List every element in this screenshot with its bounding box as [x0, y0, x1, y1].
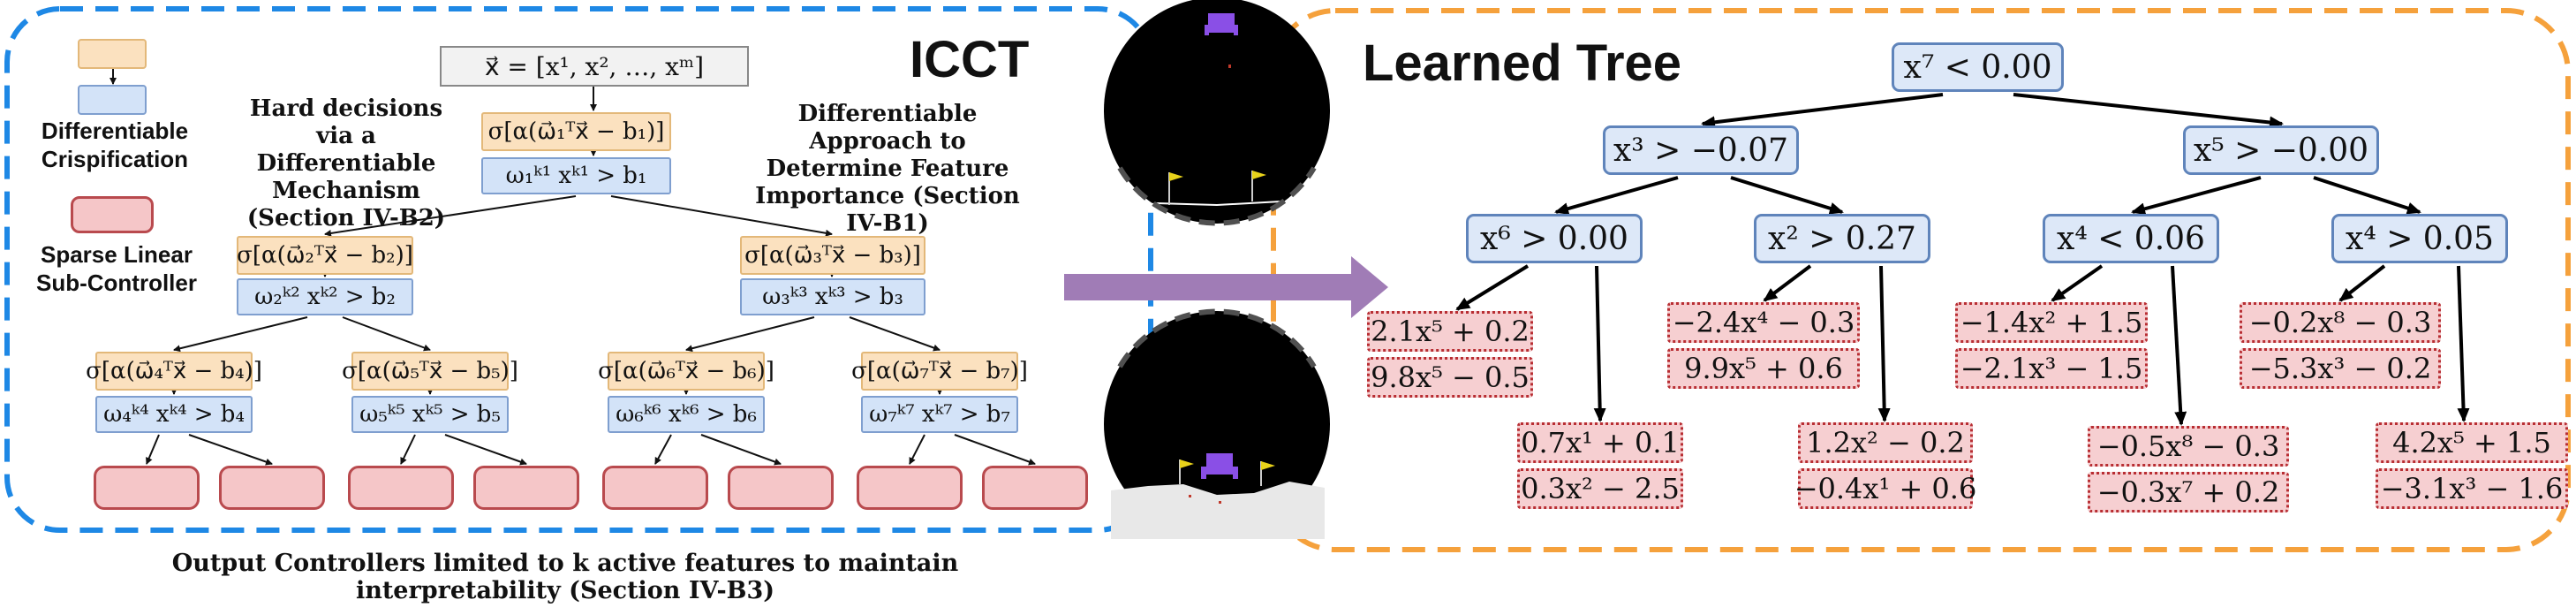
icct-node-1-condition: ω₁ᵏ¹ xᵏ¹ > b₁: [481, 157, 671, 194]
icct-edge: [173, 316, 308, 353]
tree-leaf-rl-b-line1: −0.5x⁸ − 0.3: [2088, 426, 2289, 467]
icct-edge: [444, 434, 527, 466]
icct-node-4-condition: ω₄ᵏ⁴ xᵏ⁴ > b₄: [95, 396, 253, 433]
lunar-lander-bottom-image: [1104, 308, 1330, 539]
input-vector-label: x⃗ = [x¹, x², …, xᵐ]: [484, 51, 705, 81]
tree-leaf-rl-a-line1: −1.4x² + 1.5: [1955, 302, 2148, 343]
learned-tree-edge: [2171, 265, 2187, 426]
learned-tree-edge: [1701, 93, 1944, 129]
tree-node-right-right: x⁴ > 0.05: [2331, 214, 2508, 263]
transition-arrow: [1064, 256, 1388, 318]
sub-controller-leaf: [982, 466, 1088, 510]
icct-edge: [849, 316, 941, 352]
learned-tree-edge: [1455, 264, 1530, 311]
sub-controller-leaf: [857, 466, 963, 510]
learned-tree-edges: [1455, 93, 2470, 426]
tree-leaf-ll-b-line2: 0.3x² − 2.5: [1517, 468, 1683, 509]
tree-leaf-rr-a-line1: −0.2x⁸ − 0.3: [2240, 302, 2441, 343]
learned-tree-edge: [2313, 176, 2421, 215]
sub-controller-leaf: [473, 466, 579, 510]
tree-node-right-left: x⁴ < 0.06: [2043, 214, 2219, 263]
icct-node-2-sigmoid: σ[α(ω⃗₂ᵀx⃗ − b₂)]: [237, 236, 413, 275]
learned-tree-edge: [1593, 265, 1606, 422]
feature-importance-annotation: Differentiable Approach to Determine Fea…: [755, 101, 1020, 237]
sub-controller-leaf: [602, 466, 708, 510]
icct-edge: [954, 434, 1036, 466]
icct-node-3-condition: ω₃ᵏ³ xᵏ³ > b₃: [740, 278, 925, 315]
sub-controller-leaf: [728, 466, 834, 510]
icct-edges: [146, 87, 1036, 466]
legend-sub-controller-swatch: [71, 196, 154, 233]
icct-title: ICCT: [910, 31, 1030, 88]
tree-leaf-lr-b-line1: 1.2x² − 0.2: [1798, 422, 1973, 463]
icct-node-7-sigmoid: σ[α(ω⃗₇ᵀx⃗ − b₇)]: [851, 352, 1028, 391]
sub-controller-leaf: [219, 466, 325, 510]
lunar-lander-top-image: [1104, 0, 1330, 226]
icct-edge: [324, 195, 577, 237]
icct-edge: [146, 434, 160, 465]
legend-sparse-linear-sub-controller: Sparse Linear Sub-Controller: [36, 241, 197, 296]
input-vector-box: x⃗ = [x¹, x², …, xᵐ]: [440, 46, 749, 87]
output-controllers-annotation: Output Controllers limited to k active f…: [171, 550, 959, 604]
learned-tree-edge: [2338, 264, 2386, 302]
tree-leaf-rl-b-line2: −0.3x⁷ + 0.2: [2088, 472, 2289, 512]
icct-node-5-condition: ω₅ᵏ⁵ xᵏ⁵ > b₅: [351, 396, 509, 433]
icct-edge: [909, 434, 925, 465]
sub-controller-leaf: [94, 466, 200, 510]
legend-sigmoid-swatch: [78, 39, 147, 69]
tree-leaf-ll-b-line1: 0.7x¹ + 0.1: [1517, 422, 1683, 463]
icct-node-2-condition: ω₂ᵏ² xᵏ² > b₂: [237, 278, 413, 315]
legend-condition-swatch: [78, 85, 147, 115]
sub-controller-leaf: [348, 466, 454, 510]
icct-node-4-sigmoid: σ[α(ω⃗₄ᵀx⃗ − b₄)]: [86, 352, 262, 391]
tree-node-left-left: x⁶ > 0.00: [1466, 214, 1643, 263]
hard-decisions-annotation: Hard decisions via a Differentiable Mech…: [246, 95, 446, 232]
learned-tree-edge: [1730, 176, 1844, 215]
tree-leaf-rr-a-line2: −5.3x³ − 0.2: [2240, 348, 2441, 389]
learned-tree-edge: [1554, 176, 1679, 215]
icct-edge: [188, 434, 273, 466]
icct-node-7-condition: ω₇ᵏ⁷ xᵏ⁷ > b₇: [861, 396, 1018, 433]
icct-edge: [342, 316, 431, 352]
tree-leaf-ll-a-line2: 9.8x⁵ − 0.5: [1367, 357, 1533, 398]
tree-node-left: x³ > −0.07: [1603, 125, 1799, 175]
learned-tree-edge: [2013, 93, 2284, 129]
tree-node-root: x⁷ < 0.00: [1892, 42, 2064, 92]
icct-node-5-sigmoid: σ[α(ω⃗₅ᵀx⃗ − b₅)]: [342, 352, 518, 391]
tree-leaf-lr-a-line1: −2.4x⁴ − 0.3: [1667, 302, 1860, 343]
icct-node-6-condition: ω₆ᵏ⁶ xᵏ⁶ > b₆: [608, 396, 765, 433]
learned-tree-edge: [2457, 265, 2470, 422]
icct-edge: [685, 316, 815, 353]
tree-leaf-ll-a-line1: 2.1x⁵ + 0.2: [1367, 311, 1533, 352]
learned-tree-edge: [2131, 176, 2262, 216]
icct-edge: [654, 434, 672, 465]
learned-tree-edge: [1877, 265, 1891, 422]
icct-panel-border: [4, 6, 1153, 533]
learned-tree-edge: [2051, 264, 2104, 302]
tree-leaf-lr-a-line2: 9.9x⁵ + 0.6: [1667, 348, 1860, 389]
tree-node-left-right: x² > 0.27: [1754, 214, 1930, 263]
learned-tree-edge: [1763, 264, 1812, 302]
icct-node-6-sigmoid: σ[α(ω⃗₆ᵀx⃗ − b₆)]: [598, 352, 774, 391]
tree-leaf-rr-b-line2: −3.1x³ − 1.6: [2376, 468, 2568, 509]
icct-edge: [700, 434, 782, 466]
tree-leaf-rr-b-line1: 4.2x⁵ + 1.5: [2376, 422, 2568, 463]
icct-edge: [400, 434, 416, 465]
icct-edge: [610, 195, 833, 237]
icct-node-1-sigmoid: σ[α(ω⃗₁ᵀx⃗ − b₁)]: [481, 112, 671, 151]
learned-tree-title: Learned Tree: [1363, 34, 1682, 92]
tree-node-right: x⁵ > −0.00: [2183, 125, 2379, 175]
tree-leaf-rl-a-line2: −2.1x³ − 1.5: [1955, 348, 2148, 389]
tree-leaf-lr-b-line2: −0.4x¹ + 0.6: [1794, 468, 1976, 509]
icct-node-3-sigmoid: σ[α(ω⃗₃ᵀx⃗ − b₃)]: [740, 236, 925, 275]
legend-differentiable-crispification: Differentiable Crispification: [41, 118, 189, 172]
